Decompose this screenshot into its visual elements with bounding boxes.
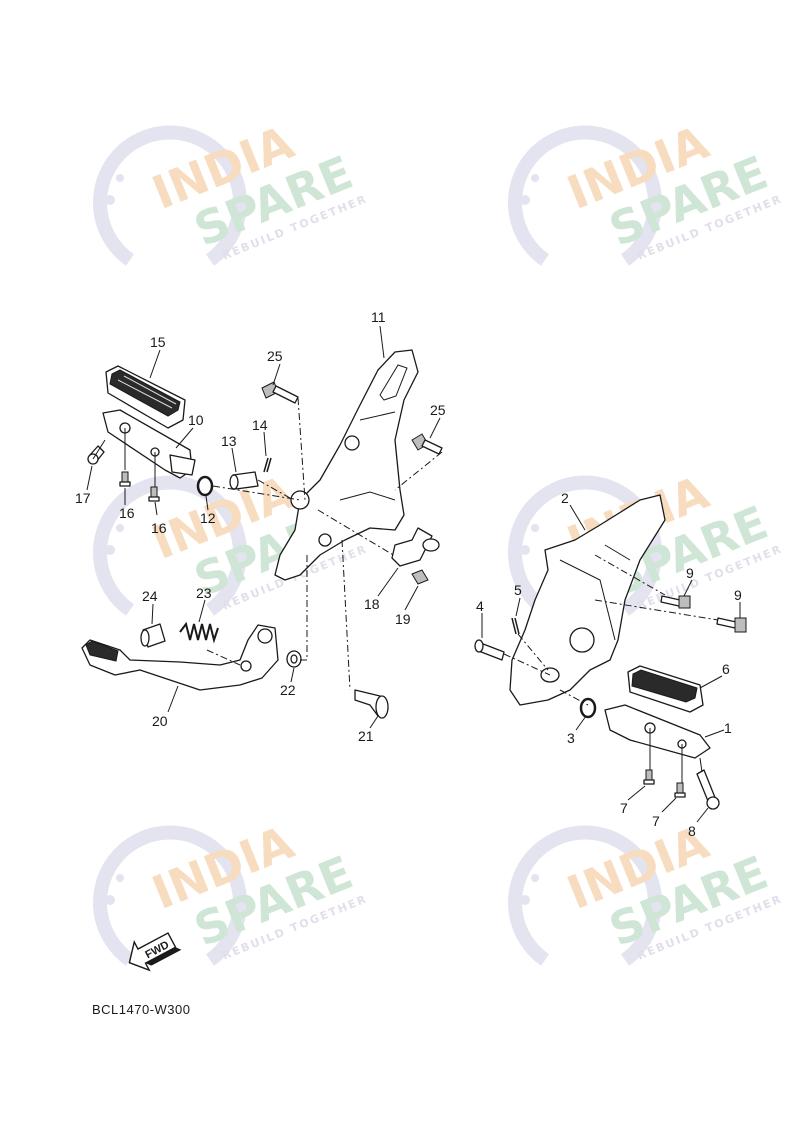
- callout-25-right: 25: [430, 402, 446, 418]
- leader-lines-right: [503, 554, 719, 783]
- bolt-9-upper: [660, 595, 691, 609]
- screw-7-right: [674, 782, 686, 798]
- collar-24: [140, 623, 166, 648]
- callout-19: 19: [395, 611, 411, 627]
- callout-7-left: 7: [620, 800, 628, 816]
- watermark: INDIA SPARE REBUILD TOGETHER: [93, 815, 370, 966]
- callout-3: 3: [567, 730, 575, 746]
- watermark: INDIA SPARE REBUILD TOGETHER: [508, 815, 785, 966]
- plate-18: [391, 527, 440, 567]
- washer-22: [286, 650, 302, 668]
- callout-2: 2: [561, 490, 569, 506]
- bolt-25-right: [411, 433, 443, 455]
- callout-14: 14: [252, 417, 268, 433]
- watermark: INDIA SPARE REBUILD TOGETHER: [508, 115, 785, 266]
- screw-16-right: [148, 486, 160, 502]
- leader-lines-left: [92, 397, 443, 691]
- screw-16-left: [119, 471, 131, 487]
- callout-17: 17: [75, 490, 91, 506]
- bracket-2: [509, 494, 666, 706]
- callout-1: 1: [724, 720, 732, 736]
- callout-23: 23: [196, 585, 212, 601]
- footpeg-1: [604, 704, 711, 759]
- bracket-11: [274, 349, 419, 581]
- callout-5: 5: [514, 582, 522, 598]
- callout-labels: 11 15 25 25 10 14 13 17 16 16 12 18 19 2…: [75, 309, 742, 839]
- spring-3: [579, 697, 597, 719]
- brake-pedal-20: [81, 624, 279, 691]
- callout-9-lower: 9: [734, 587, 742, 603]
- screw-7-left: [643, 769, 655, 785]
- watermark: INDIA SPARE REBUILD TOGETHER: [93, 115, 370, 266]
- callout-15: 15: [150, 334, 166, 350]
- callout-9-upper: 9: [686, 565, 694, 581]
- callout-4: 4: [476, 598, 484, 614]
- callout-16-right: 16: [151, 520, 167, 536]
- callout-7-right: 7: [652, 813, 660, 829]
- callout-20: 20: [152, 713, 168, 729]
- callout-16-left: 16: [119, 505, 135, 521]
- diagram-code: BCL1470-W300: [92, 1002, 191, 1017]
- callout-6: 6: [722, 661, 730, 677]
- callout-8: 8: [688, 823, 696, 839]
- callout-10: 10: [188, 412, 204, 428]
- cotter-pin-14: [263, 457, 272, 473]
- fwd-arrow-icon: FWD: [128, 932, 182, 972]
- pin-8: [696, 769, 720, 810]
- callout-12: 12: [200, 510, 216, 526]
- callout-22: 22: [280, 682, 296, 698]
- spring-12: [196, 475, 214, 497]
- bolt-9-lower: [716, 617, 747, 633]
- callout-21: 21: [358, 728, 374, 744]
- collar-13: [229, 471, 259, 490]
- callout-13: 13: [221, 433, 237, 449]
- footpeg-10: [102, 409, 196, 479]
- spring-23: [179, 621, 219, 644]
- callout-24: 24: [142, 588, 158, 604]
- callout-11: 11: [371, 309, 386, 325]
- bolt-21: [354, 689, 389, 719]
- cotter-pin-5: [511, 617, 520, 635]
- callout-18: 18: [364, 596, 380, 612]
- callout-25: 25: [267, 348, 283, 364]
- footpeg-rubber-6: [627, 665, 704, 713]
- bolt-25-upper: [261, 381, 299, 404]
- footpeg-rubber-15: [105, 365, 186, 429]
- pin-4: [474, 639, 505, 661]
- bolt-19: [411, 569, 429, 585]
